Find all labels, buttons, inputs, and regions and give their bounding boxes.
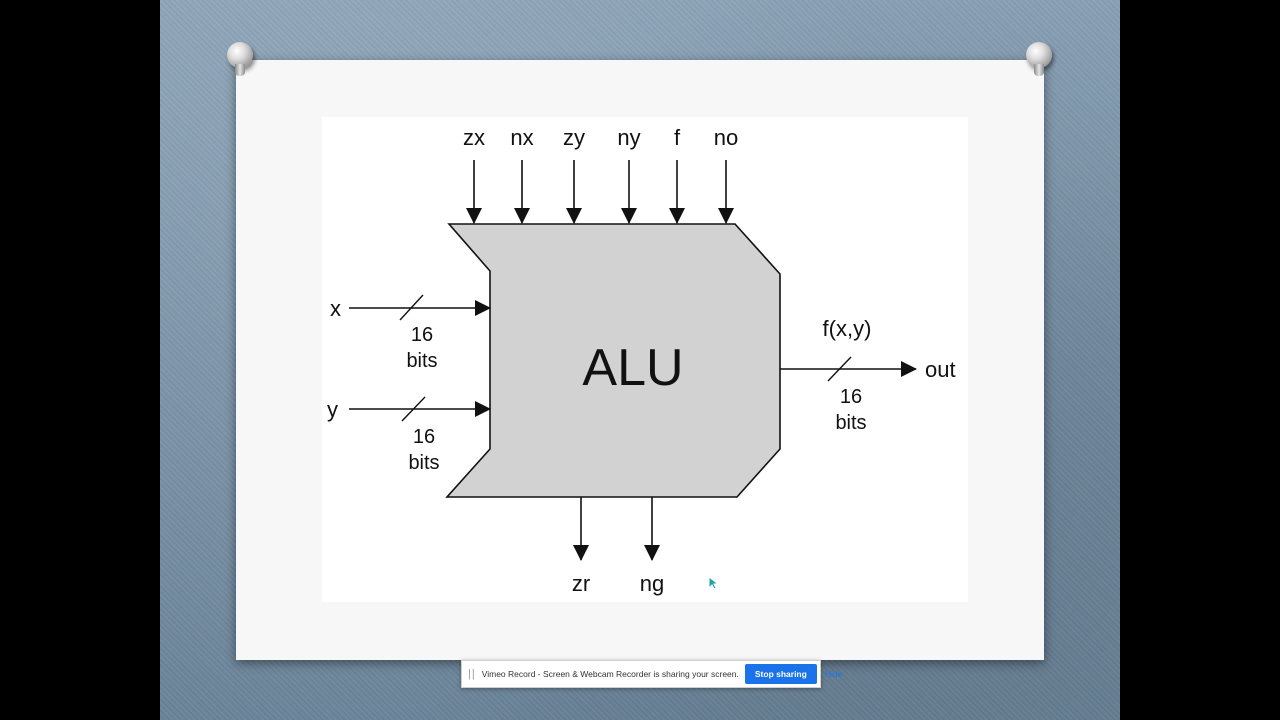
drag-handle-icon[interactable]: || [468,668,476,680]
control-input-nx: nx [510,125,534,224]
bus-slash [827,356,852,382]
control-input-label: f [674,125,681,150]
bus-width-value: 16 [411,324,433,346]
control-input-label: no [714,125,738,150]
bus-width-unit: bits [408,452,439,474]
control-input-label: zx [463,125,485,150]
data-input-y: y 16 bits [327,396,491,474]
control-input-label: nx [510,125,533,150]
output-expression: f(x,y) [823,316,872,341]
status-output-label: zr [572,571,590,596]
slide-background: ALU zx nx zy ny [160,0,1120,720]
status-output-ng: ng [640,497,664,596]
output-label: out [925,357,956,382]
alu-diagram-panel: ALU zx nx zy ny [322,117,968,602]
bus-slash [401,396,426,422]
control-input-no: no [714,125,738,224]
bus-width-value: 16 [413,426,435,448]
bus-width-unit: bits [406,350,437,372]
pushpin-left-icon [227,42,253,76]
control-input-label: ny [617,125,640,150]
output-out: f(x,y) out 16 bits [780,316,956,434]
pushpin-right-icon [1026,42,1052,76]
control-input-f: f [669,125,685,224]
slide-paper: ALU zx nx zy ny [236,60,1044,660]
status-output-zr: zr [572,497,590,596]
mouse-pointer-icon [708,576,720,590]
status-output-label: ng [640,571,664,596]
stop-sharing-button[interactable]: Stop sharing [744,664,817,684]
data-input-label: y [327,397,338,422]
control-input-ny: ny [617,125,641,224]
bus-slash [399,294,424,321]
alu-diagram: ALU zx nx zy ny [327,125,956,596]
control-input-zx: zx [463,125,485,224]
control-input-label: zy [563,125,585,150]
data-input-x: x 16 bits [330,294,491,372]
bus-width-value: 16 [840,386,862,408]
alu-block [445,223,781,498]
screen-sharing-bar: || Vimeo Record - Screen & Webcam Record… [461,660,842,688]
alu-label: ALU [582,339,683,397]
data-input-label: x [330,296,341,321]
hide-button[interactable]: Hide [824,669,843,679]
control-input-zy: zy [563,125,585,224]
sharing-message: Vimeo Record - Screen & Webcam Recorder … [481,669,739,679]
bus-width-unit: bits [835,412,866,434]
